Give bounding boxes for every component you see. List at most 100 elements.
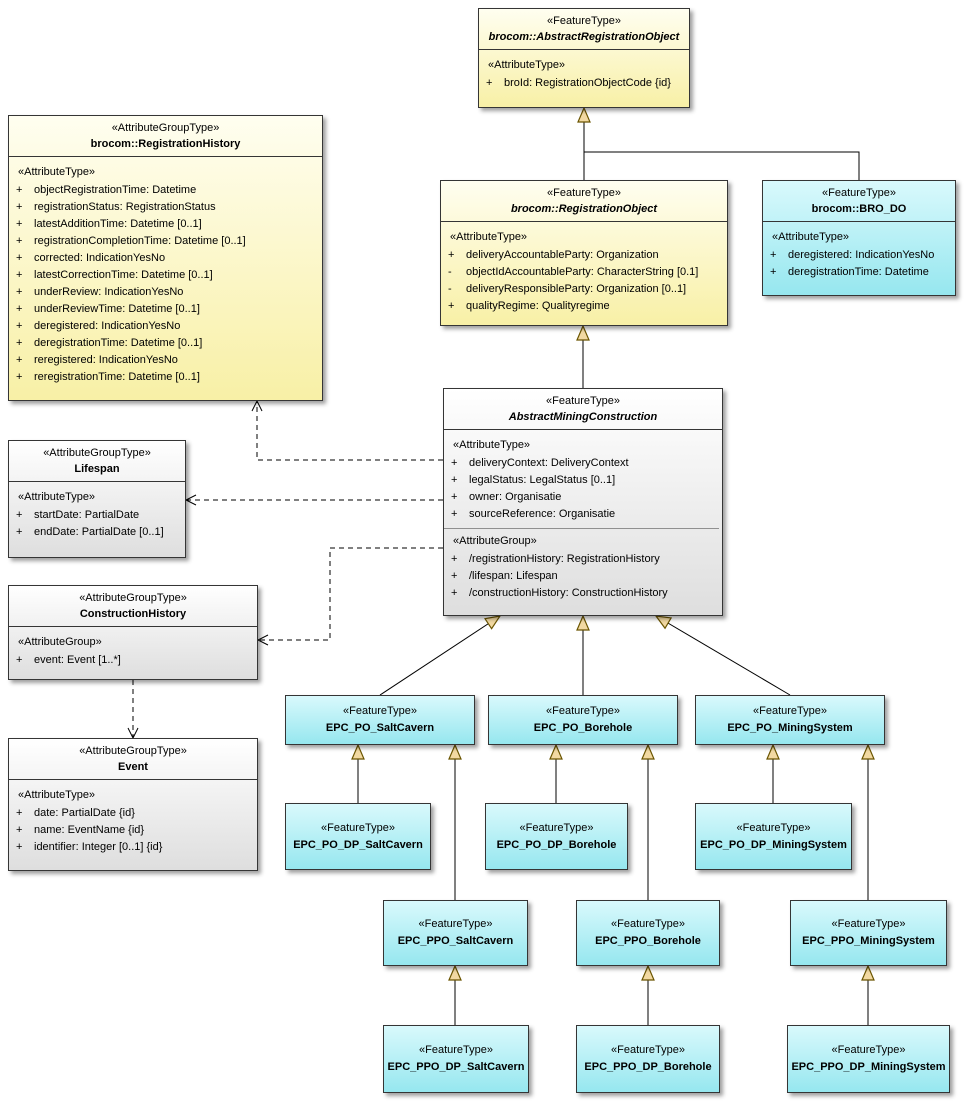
visibility: + xyxy=(16,371,23,383)
class-name: EPC_PPO_DP_Borehole xyxy=(584,1061,712,1073)
section-label: «AttributeType» xyxy=(18,789,96,801)
stereotype-label: «FeatureType» xyxy=(831,918,906,930)
generalization-po-miningsystem-to-amc xyxy=(654,615,791,696)
generalization-branch-brodo xyxy=(584,151,860,180)
class-epc-po-saltcavern[interactable]: «FeatureType» EPC_PO_SaltCavern xyxy=(285,695,475,745)
attribute-line: + deregistered: IndicationYesNo xyxy=(9,318,319,335)
stereotype-label: «FeatureType» xyxy=(546,395,620,407)
visibility: + xyxy=(16,354,23,366)
attribute-line: +/lifespan: Lifespan xyxy=(444,568,719,585)
attribute-list: +objectRegistrationTime: Datetime+regist… xyxy=(9,182,319,386)
class-lifespan[interactable]: «AttributeGroupType» Lifespan «Attribute… xyxy=(8,440,186,558)
class-name: EPC_PO_DP_MiningSystem xyxy=(700,838,847,851)
attribute-line: +underReview: IndicationYesNo xyxy=(9,284,319,301)
class-name: EPC_PPO_Borehole xyxy=(595,935,701,947)
stereotype-label: «FeatureType» xyxy=(736,821,811,834)
visibility: + xyxy=(486,77,493,89)
section-label: «AttributeType» xyxy=(453,439,531,451)
attributes-compartment: «AttributeType» + broId: RegistrationObje… xyxy=(479,50,689,96)
attribute-line: +/constructionHistory: ConstructionHisto… xyxy=(444,585,719,602)
section-label: «AttributeType» xyxy=(18,491,96,503)
visibility: + xyxy=(451,553,458,565)
attributes-compartment: «AttributeType» +deliveryAccountablePart… xyxy=(441,222,727,319)
class-epc-ppo-borehole[interactable]: «FeatureType» EPC_PPO_Borehole xyxy=(576,900,720,966)
visibility: + xyxy=(451,474,458,486)
stereotype-label: «FeatureType» xyxy=(547,15,621,27)
class-registration-object[interactable]: «FeatureType» brocom::RegistrationObject… xyxy=(440,180,728,326)
class-construction-history[interactable]: «AttributeGroupType» ConstructionHistory… xyxy=(8,585,258,680)
attribute-text: sourceReference: Organisatie xyxy=(469,508,616,520)
attribute-group-compartment: «AttributeGroup» +/registrationHistory: … xyxy=(444,528,719,602)
class-epc-po-dp-saltcavern[interactable]: «FeatureType» EPC_PO_DP_SaltCavern xyxy=(285,803,431,870)
class-name: EPC_PPO_SaltCavern xyxy=(397,935,514,947)
class-name: EPC_PO_DP_SaltCavern xyxy=(293,838,423,851)
class-name: EPC_PO_DP_Borehole xyxy=(496,838,617,851)
attributes-compartment: «AttributeType» +deregistered: Indicatio… xyxy=(763,222,955,285)
stereotype-label: «FeatureType» xyxy=(547,187,621,199)
attribute-line: +legalStatus: LegalStatus [0..1] xyxy=(444,472,719,489)
attribute-text: deregistrationTime: Datetime xyxy=(788,266,929,278)
attribute-text: latestAdditionTime: Datetime [0..1] xyxy=(34,218,202,230)
stereotype-label: «FeatureType» xyxy=(831,1044,906,1056)
class-abstract-registration-object[interactable]: «FeatureType» brocom::AbstractRegistrati… xyxy=(478,8,690,108)
attribute-text: deregistered: IndicationYesNo xyxy=(34,320,181,332)
attribute-text: event: Event [1..*] xyxy=(34,654,121,666)
stereotype-label: «AttributeGroupType» xyxy=(43,447,151,459)
attribute-text: broId: RegistrationObjectCode {id} xyxy=(504,77,671,89)
attribute-text: /lifespan: Lifespan xyxy=(469,570,558,582)
attribute-text: registrationCompletionTime: Datetime [0.… xyxy=(34,235,246,247)
section-label: «AttributeType» xyxy=(488,59,566,71)
stereotype-label: «AttributeGroupType» xyxy=(79,745,187,757)
class-epc-ppo-miningsystem[interactable]: «FeatureType» EPC_PPO_MiningSystem xyxy=(790,900,947,966)
attribute-list: + /registrationHistory: RegistrationHisto… xyxy=(444,551,719,602)
class-epc-po-dp-miningsystem[interactable]: «FeatureType» EPC_PO_DP_MiningSystem xyxy=(695,803,852,870)
stereotype-label: «FeatureType» xyxy=(753,705,827,717)
visibility: + xyxy=(16,184,23,196)
class-name: EPC_PPO_MiningSystem xyxy=(802,935,935,947)
attribute-line: +event: Event [1..*] xyxy=(9,652,254,669)
attribute-text: owner: Organisatie xyxy=(469,491,562,503)
stereotype-label: «FeatureType» xyxy=(343,705,417,717)
class-epc-po-borehole[interactable]: «FeatureType» EPC_PO_Borehole xyxy=(488,695,678,745)
visibility: + xyxy=(770,266,777,278)
attribute-line: +date: PartialDate {id} xyxy=(9,805,254,822)
class-epc-ppo-dp-miningsystem[interactable]: «FeatureType» EPC_PPO_DP_MiningSystem xyxy=(787,1025,950,1093)
stereotype-label: «FeatureType» xyxy=(321,821,395,834)
class-header: «FeatureType» brocom::BRO_DO xyxy=(763,181,955,222)
attribute-line: -objectIdAccountableParty: CharacterStri… xyxy=(441,264,724,281)
class-bro-do[interactable]: «FeatureType» brocom::BRO_DO «AttributeT… xyxy=(762,180,956,296)
visibility: + xyxy=(451,508,458,520)
attribute-line: +name: EventName {id} xyxy=(9,822,254,839)
attribute-text: reregistrationTime: Datetime [0..1] xyxy=(34,371,200,383)
class-header: «AttributeGroupType» Event xyxy=(9,739,257,780)
attribute-line: +underReviewTime: Datetime [0..1] xyxy=(9,301,319,318)
attribute-text: /registrationHistory: RegistrationHistor… xyxy=(469,553,660,565)
dependency-amc-to-constructionhistory xyxy=(256,547,443,646)
class-event[interactable]: «AttributeGroupType» Event «AttributeTyp… xyxy=(8,738,258,871)
class-abstract-mining-construction[interactable]: «FeatureType» AbstractMiningConstruction… xyxy=(443,388,723,616)
class-epc-ppo-dp-saltcavern[interactable]: «FeatureType» EPC_PPO_DP_SaltCavern xyxy=(383,1025,529,1093)
class-header: «FeatureType» brocom::RegistrationObject xyxy=(441,181,727,222)
visibility: + xyxy=(451,457,458,469)
class-name: EPC_PO_MiningSystem xyxy=(727,722,853,734)
class-epc-ppo-dp-borehole[interactable]: «FeatureType» EPC_PPO_DP_Borehole xyxy=(576,1025,720,1093)
attribute-line: +qualityRegime: Qualityregime xyxy=(441,298,724,315)
attribute-line: +owner: Organisatie xyxy=(444,489,719,506)
attribute-text: reregistered: IndicationYesNo xyxy=(34,354,178,366)
attributes-compartment: «AttributeType» +deliveryContext: Delive… xyxy=(444,430,722,606)
class-epc-po-miningsystem[interactable]: «FeatureType» EPC_PO_MiningSystem xyxy=(695,695,885,745)
stereotype-label: «FeatureType» xyxy=(611,918,685,930)
class-header: «AttributeGroupType» Lifespan xyxy=(9,441,185,482)
attribute-line: +deliveryContext: DeliveryContext xyxy=(444,455,719,472)
attribute-text: startDate: PartialDate xyxy=(34,509,140,521)
visibility: + xyxy=(16,320,23,332)
class-name: brocom::BRO_DO xyxy=(811,203,907,215)
class-epc-po-dp-borehole[interactable]: «FeatureType» EPC_PO_DP_Borehole xyxy=(485,803,628,870)
visibility: + xyxy=(16,337,23,349)
class-registration-history[interactable]: «AttributeGroupType» brocom::Registratio… xyxy=(8,115,323,401)
class-header: «FeatureType» brocom::AbstractRegistrati… xyxy=(479,9,689,50)
class-epc-ppo-saltcavern[interactable]: «FeatureType» EPC_PPO_SaltCavern xyxy=(383,900,528,966)
attribute-line: + broId: RegistrationObjectCode {id} xyxy=(479,75,686,92)
attribute-line: +registrationCompletionTime: Datetime [0… xyxy=(9,233,319,250)
